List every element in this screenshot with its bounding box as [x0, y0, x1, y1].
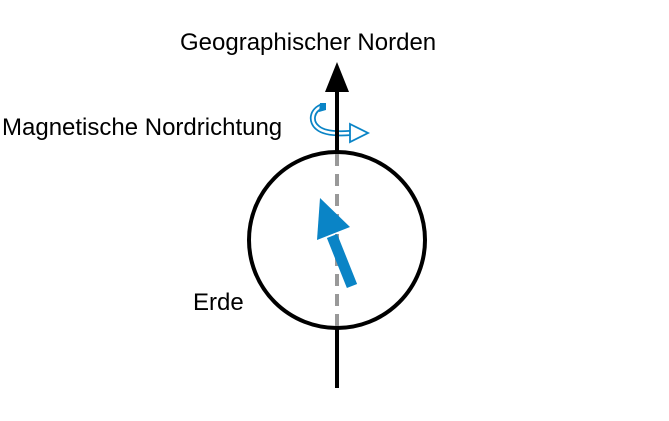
rotation-arrow-icon — [309, 103, 371, 144]
magnetic-north-arrow-icon — [317, 198, 358, 289]
earth-label: Erde — [193, 289, 244, 316]
north-arrowhead-icon — [325, 62, 349, 92]
geographic-north-label: Geographischer Norden — [180, 29, 437, 56]
magnetic-north-label: Magnetische Nordrichtung — [2, 114, 283, 141]
